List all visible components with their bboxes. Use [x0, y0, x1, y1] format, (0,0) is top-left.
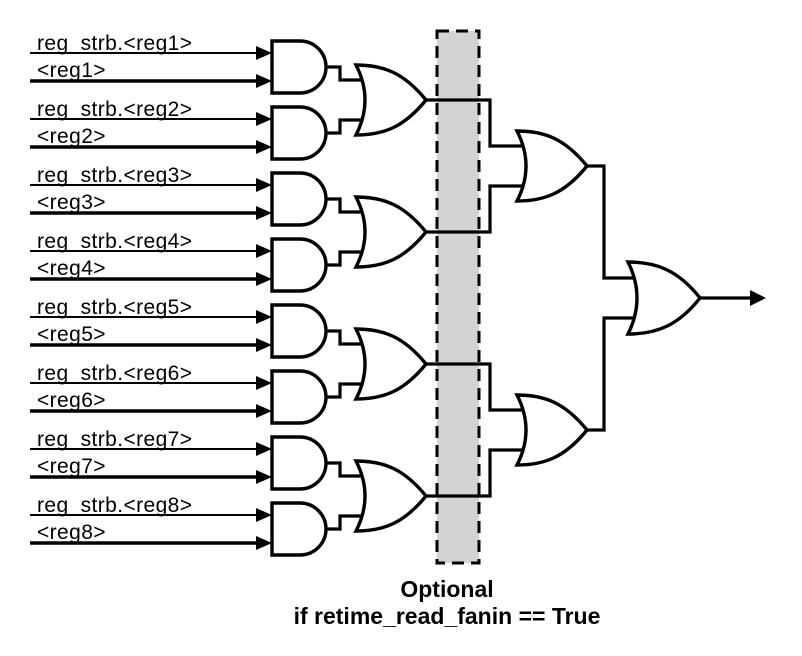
final-or-gate — [625, 260, 703, 336]
input-label-strb-7: reg_strb.<reg7> — [37, 428, 192, 451]
wire-or-stage3-2-to-final — [587, 316, 640, 432]
wire-or-stage3-1-to-final — [587, 164, 640, 280]
caption-line2: if retime_read_fanin == True — [293, 603, 601, 629]
or-gate-stage2-4 — [353, 459, 429, 533]
input-arrowhead-icon — [256, 338, 272, 352]
input-label-strb-1: reg_strb.<reg1> — [37, 32, 192, 55]
wire-or-stage2-2-to-stage3 — [426, 184, 530, 234]
input-label-strb-2: reg_strb.<reg2> — [37, 98, 192, 121]
input-arrowhead-icon — [256, 442, 272, 456]
input-arrowhead-icon — [256, 310, 272, 324]
input-label-reg-3: <reg3> — [37, 191, 106, 214]
and-gate-8 — [270, 501, 328, 557]
or-gate-stage2-2 — [353, 195, 429, 269]
input-label-strb-6: reg_strb.<reg6> — [37, 362, 192, 385]
or-gate-stage3-1 — [514, 129, 590, 203]
input-label-reg-4: <reg4> — [37, 257, 106, 280]
wire-and3-to-or — [327, 197, 369, 214]
input-arrowhead-icon — [256, 376, 272, 390]
input-label-strb-4: reg_strb.<reg4> — [37, 230, 192, 253]
optional-caption: Optional if retime_read_fanin == True — [147, 576, 747, 630]
and-gate-6 — [270, 369, 328, 425]
and-gate-2 — [270, 105, 328, 161]
input-arrowhead-icon — [256, 244, 272, 258]
input-arrowhead-icon — [256, 178, 272, 192]
or-gate-stage3-2 — [514, 393, 590, 467]
input-label-reg-8: <reg8> — [37, 521, 106, 544]
caption-line1: Optional — [400, 576, 494, 602]
and-gate-5 — [270, 303, 328, 359]
and-gate-7 — [270, 435, 328, 491]
input-label-reg-6: <reg6> — [37, 389, 106, 412]
wire-and1-to-or — [327, 65, 369, 82]
input-arrowhead-icon — [256, 206, 272, 220]
optional-register-box — [435, 29, 481, 565]
wire-or-stage2-1-to-stage3 — [426, 98, 530, 148]
wire-and7-to-or — [327, 461, 369, 478]
input-arrowhead-icon — [256, 536, 272, 550]
or-gate-stage2-1 — [353, 63, 429, 137]
wire-or-stage2-3-to-stage3 — [426, 362, 530, 412]
input-arrowhead-icon — [256, 140, 272, 154]
wire-and6-to-or — [327, 382, 369, 399]
input-arrowhead-icon — [256, 470, 272, 484]
input-label-strb-5: reg_strb.<reg5> — [37, 296, 192, 319]
wire-and5-to-or — [327, 329, 369, 346]
input-arrowhead-icon — [256, 74, 272, 88]
input-label-strb-3: reg_strb.<reg3> — [37, 164, 192, 187]
and-gate-3 — [270, 171, 328, 227]
input-label-reg-7: <reg7> — [37, 455, 106, 478]
input-arrowhead-icon — [256, 272, 272, 286]
output-arrowhead-icon — [750, 290, 766, 306]
input-label-reg-5: <reg5> — [37, 323, 106, 346]
wire-and4-to-or — [327, 250, 369, 267]
input-arrowhead-icon — [256, 112, 272, 126]
wire-and2-to-or — [327, 118, 369, 135]
wire-or-stage2-4-to-stage3 — [426, 448, 530, 498]
and-gate-1 — [270, 39, 328, 95]
input-label-reg-2: <reg2> — [37, 125, 106, 148]
input-arrowhead-icon — [256, 508, 272, 522]
input-arrowhead-icon — [256, 46, 272, 60]
input-arrowhead-icon — [256, 404, 272, 418]
input-label-reg-1: <reg1> — [37, 59, 106, 82]
wire-and8-to-or — [327, 514, 369, 531]
input-label-strb-8: reg_strb.<reg8> — [37, 494, 192, 517]
or-gate-stage2-3 — [353, 327, 429, 401]
and-gate-4 — [270, 237, 328, 293]
